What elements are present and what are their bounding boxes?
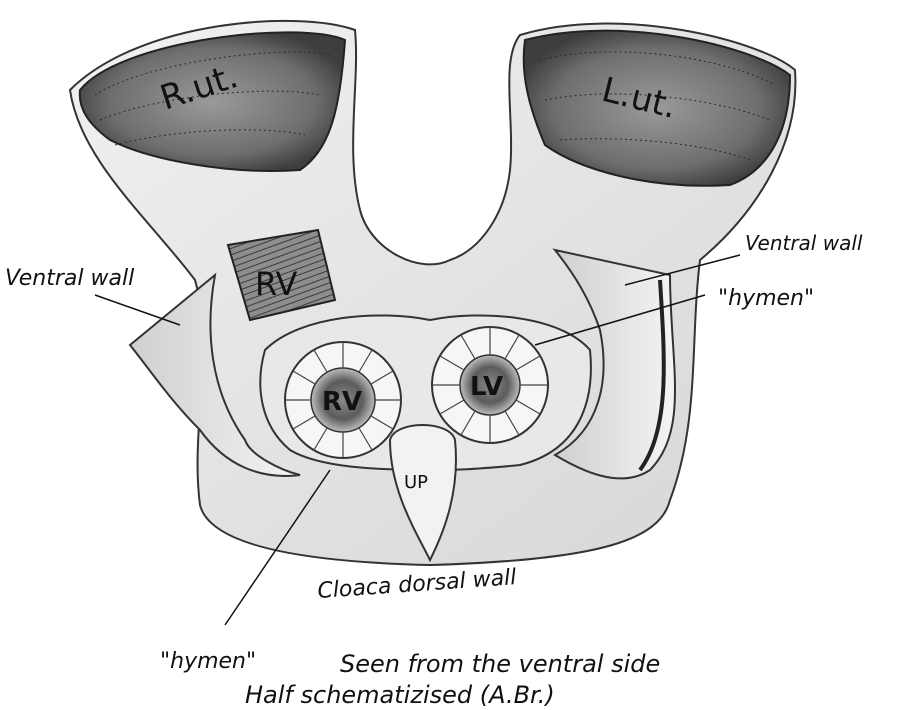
label-rv-lower: RV — [322, 387, 362, 417]
label-cloaca-dorsal-wall: Cloaca dorsal wall — [317, 565, 517, 604]
label-hymen-left: "hymen" — [160, 649, 256, 674]
label-ventral-wall-right: Ventral wall — [745, 231, 863, 255]
label-hymen-right: "hymen" — [718, 286, 814, 311]
label-ventral-wall-left: Ventral wall — [5, 266, 134, 291]
label-rv-upper: RV — [255, 265, 297, 303]
label-up: UP — [404, 472, 428, 493]
pointer-ventral-wall-left — [95, 295, 180, 325]
caption-seen-from: Seen from the ventral side — [340, 650, 660, 678]
label-lv: LV — [470, 372, 503, 402]
caption-half-schematized: Half schematizised (A.Br.) — [245, 681, 555, 709]
